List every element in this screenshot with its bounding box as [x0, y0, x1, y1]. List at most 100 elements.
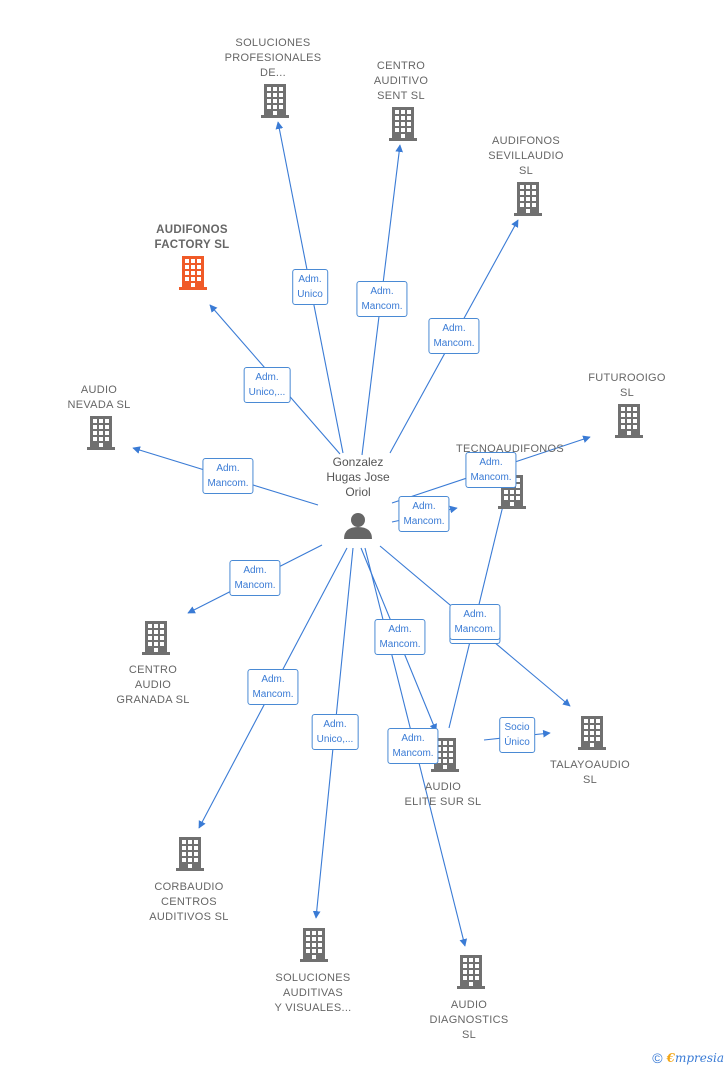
edge-label-center-c2[interactable]: Adm. Mancom.	[356, 281, 408, 317]
edge-label-center-c13[interactable]: Adm. Mancom.	[387, 728, 439, 764]
company-label-line: SENT SL	[377, 90, 425, 102]
company-label-line: CORBAUDIO	[154, 881, 224, 893]
company-label-c11[interactable]: CORBAUDIO CENTROS AUDITIVOS SL	[149, 880, 228, 925]
edge-label-line: Mancom.	[470, 472, 512, 483]
edge-label-center-c1[interactable]: Adm. Unico	[292, 269, 328, 305]
building-icon[interactable]	[179, 256, 207, 290]
company-label-line: SOLUCIONES	[275, 972, 351, 984]
edge-label-center-c8[interactable]: Adm. Mancom.	[229, 560, 281, 596]
company-label-c10[interactable]: AUDIO ELITE SUR SL	[405, 780, 482, 810]
edge-label-line: Mancom.	[403, 516, 445, 527]
building-icon[interactable]	[514, 182, 542, 216]
edge-label-line: Mancom.	[392, 748, 434, 759]
edge-label-line: Unico,...	[316, 734, 354, 745]
building-icon[interactable]	[457, 955, 485, 989]
company-label-line: GRANADA SL	[116, 694, 190, 706]
building-icon[interactable]	[142, 621, 170, 655]
edge-label-center-c12[interactable]: Adm. Unico,...	[311, 714, 359, 750]
building-icon[interactable]	[578, 716, 606, 750]
edge-label-line: Adm.	[255, 372, 279, 383]
company-label-c8[interactable]: CENTRO AUDIO GRANADA SL	[116, 663, 189, 708]
company-label-line: PROFESIONALES	[224, 52, 322, 64]
edge-label-line: Mancom.	[234, 580, 276, 591]
edge-label-line: Adm.	[298, 274, 322, 285]
center-name-line: Gonzalez	[332, 455, 384, 469]
company-label-line: CENTRO	[128, 664, 178, 676]
center-name-line: Hugas Jose	[326, 470, 390, 484]
edge-label-center-c4[interactable]: Adm.Unico,...	[243, 367, 291, 403]
company-label-line: TECNOAUDIFONOS	[455, 443, 565, 455]
edge-label-line: Mancom.	[207, 478, 249, 489]
company-label-c7[interactable]: TECNOAUDIFONOS	[456, 442, 564, 457]
building-icon[interactable]	[176, 837, 204, 871]
building-icon[interactable]	[615, 404, 643, 438]
edge-label-line: Adm.	[261, 674, 285, 685]
copyright-symbol: ©	[652, 1050, 663, 1066]
company-label-line: SL	[461, 1029, 477, 1041]
company-label-line: AUDIO	[134, 679, 172, 691]
center-person-name[interactable]: Gonzalez Hugas Jose Oriol	[326, 455, 389, 500]
company-label-line: DIAGNOSTICS	[429, 1014, 509, 1026]
edge-label-line: Único	[504, 737, 530, 748]
icons-layer	[87, 84, 643, 989]
company-label-line: AUDITIVAS	[283, 987, 343, 999]
company-label-line: TALAYOAUDIO	[550, 759, 630, 771]
edge-label-line: Mancom.	[379, 639, 421, 650]
edge-label-c10-c7[interactable]: Adm.Mancom.	[449, 604, 501, 640]
building-icon[interactable]	[261, 84, 289, 118]
company-label-line: AUDITIVOS SL	[149, 911, 229, 923]
edge-label-line: Adm.	[442, 323, 466, 334]
company-label-c5[interactable]: FUTUROOIGO SL	[588, 371, 666, 401]
footer-brand[interactable]: © €mpresia	[652, 1050, 724, 1066]
company-label-line: NEVADA SL	[67, 399, 131, 411]
center-name-line: Oriol	[345, 485, 371, 499]
building-icon[interactable]	[300, 928, 328, 962]
building-icon[interactable]	[87, 416, 115, 450]
edge-label-center-c5[interactable]: Adm. Mancom.	[465, 452, 517, 488]
edge-label-line: Mancom.	[433, 338, 475, 349]
company-label-line: FUTUROOIGO	[588, 372, 666, 384]
edge-label-center-c11[interactable]: Adm. Mancom.	[247, 669, 299, 705]
company-label-line: SL	[619, 387, 635, 399]
edge-label-line: Adm.	[401, 733, 425, 744]
company-label-line: ELITE SUR SL	[404, 796, 482, 808]
edge-label-center-c7[interactable]: Adm.Mancom.	[398, 496, 450, 532]
company-label-line: DE...	[260, 67, 286, 79]
edge-label-line: Adm.	[370, 286, 394, 297]
edge-label-line: Adm.	[388, 624, 412, 635]
edge-label-center-c3[interactable]: Adm. Mancom.	[428, 318, 480, 354]
company-label-c13[interactable]: AUDIO DIAGNOSTICS SL	[429, 998, 508, 1043]
edge-label-line: Mancom.	[252, 689, 294, 700]
company-label-line: CENTROS	[161, 896, 217, 908]
edge-label-center-c6[interactable]: Adm. Mancom.	[202, 458, 254, 494]
building-icon[interactable]	[389, 107, 417, 141]
company-label-line: SL	[518, 165, 534, 177]
edge-label-center-c10[interactable]: Adm. Mancom.	[374, 619, 426, 655]
company-label-line: AUDITIVO	[373, 75, 429, 87]
edge-label-line: Adm.	[463, 609, 487, 620]
edge-label-line: Mancom.	[361, 301, 403, 312]
edge-label-line: Adm.	[479, 457, 503, 468]
company-label-line: SOLUCIONES	[235, 37, 311, 49]
company-label-line: FACTORY SL	[154, 239, 230, 251]
company-label-c1[interactable]: SOLUCIONES PROFESIONALES DE...	[225, 36, 322, 81]
company-label-line: AUDIO	[424, 781, 462, 793]
company-label-line: AUDIO	[80, 384, 118, 396]
person-icon[interactable]	[344, 513, 372, 539]
company-label-c6[interactable]: AUDIO NEVADA SL	[67, 383, 130, 413]
company-label-line: AUDIO	[450, 999, 488, 1011]
company-label-line: SEVILLAUDIO	[488, 150, 564, 162]
edge-label-line: Unico	[297, 289, 323, 300]
edge-label-line: Adm.	[243, 565, 267, 576]
brand-logo: €mpresia	[666, 1051, 724, 1065]
edge-label-line: Socio	[504, 722, 530, 733]
edge-label-line: Adm.	[216, 463, 240, 474]
edge-label-line: Adm.	[323, 719, 347, 730]
